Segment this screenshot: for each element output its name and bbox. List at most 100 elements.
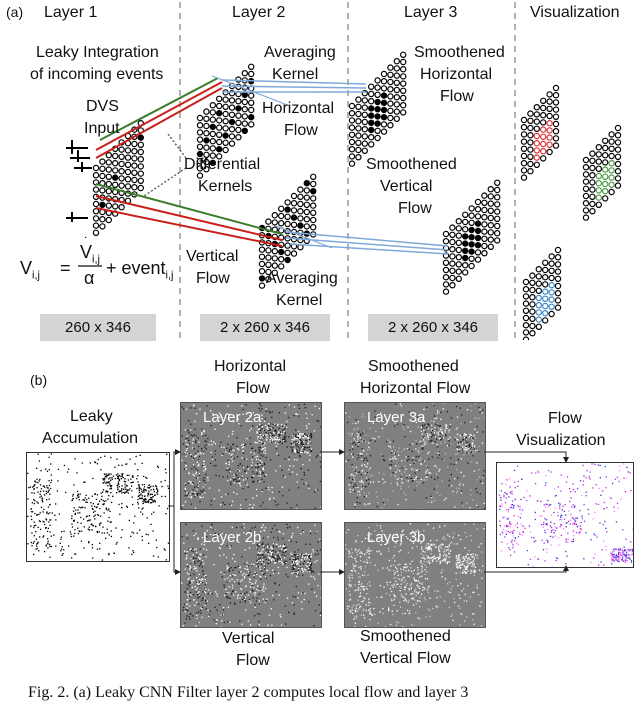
neuron — [549, 261, 554, 266]
neuron — [521, 146, 526, 151]
neuron — [555, 262, 560, 267]
neuron — [536, 281, 541, 286]
neuron — [495, 209, 500, 214]
neuron — [210, 146, 215, 151]
neuron — [488, 223, 493, 228]
smoothened-vertical-label-3: Flow — [398, 200, 432, 218]
neuron — [113, 175, 118, 180]
neuron — [229, 98, 234, 103]
neuron — [603, 138, 608, 143]
neuron — [534, 141, 539, 146]
neuron — [596, 152, 601, 157]
neuron — [311, 181, 316, 186]
neuron — [100, 166, 105, 171]
vertical-flow-label-2: Flow — [196, 270, 230, 288]
neuron — [482, 222, 487, 227]
b-vertical-flow-label-2: Flow — [236, 652, 270, 670]
neuron — [132, 149, 137, 154]
neuron — [236, 127, 241, 132]
neuron — [596, 145, 601, 150]
neuron — [456, 255, 461, 260]
neuron — [443, 267, 448, 272]
neuron — [394, 80, 399, 85]
layer2-dimension: 2 x 260 x 346 — [200, 314, 330, 341]
neuron — [242, 121, 247, 126]
neuron — [469, 227, 474, 232]
neuron — [236, 135, 241, 140]
neuron — [356, 140, 361, 145]
horizontal-flow-label-1: Horizontal — [262, 100, 334, 118]
neuron — [615, 125, 620, 130]
neuron — [553, 85, 558, 90]
neuron — [596, 166, 601, 171]
dvs-event-spikes — [66, 140, 92, 222]
neuron — [463, 270, 468, 275]
neuron — [463, 212, 468, 217]
neuron — [469, 256, 474, 261]
neuron — [615, 176, 620, 181]
neuron — [536, 267, 541, 272]
neuron — [394, 87, 399, 92]
leaky-integration-label-2: of incoming events — [30, 66, 163, 84]
neuron — [596, 202, 601, 207]
neuron — [450, 275, 455, 280]
neuron — [266, 262, 271, 267]
neuron — [197, 130, 202, 135]
neuron — [356, 97, 361, 102]
neuron — [401, 88, 406, 93]
neuron — [549, 283, 554, 288]
neuron — [242, 128, 247, 133]
neuron — [530, 323, 535, 328]
neuron — [298, 209, 303, 214]
neuron — [210, 124, 215, 129]
neuron — [609, 182, 614, 187]
neuron — [534, 126, 539, 131]
neuron — [285, 250, 290, 255]
neuron — [463, 227, 468, 232]
neuron — [349, 111, 354, 116]
neuron — [298, 216, 303, 221]
neuron — [375, 135, 380, 140]
neuron — [583, 179, 588, 184]
neuron — [615, 147, 620, 152]
neuron — [229, 119, 234, 124]
neuron — [375, 85, 380, 90]
neuron — [311, 196, 316, 201]
neuron — [381, 79, 386, 84]
neuron — [204, 138, 209, 143]
neuron — [197, 144, 202, 149]
neuron — [242, 99, 247, 104]
neuron — [553, 129, 558, 134]
neuron — [488, 244, 493, 249]
neuron — [475, 228, 480, 233]
neuron — [495, 238, 500, 243]
neuron — [132, 170, 137, 175]
neuron — [450, 268, 455, 273]
neuron — [291, 222, 296, 227]
smoothened-vertical-label-1: Smoothened — [366, 156, 457, 174]
neuron — [521, 153, 526, 158]
neuron — [266, 248, 271, 253]
neuron — [488, 194, 493, 199]
neuron — [553, 107, 558, 112]
neuron — [381, 71, 386, 76]
neuron — [204, 123, 209, 128]
neuron — [304, 209, 309, 214]
dvs-label-2: Input — [84, 120, 120, 138]
neuron — [555, 276, 560, 281]
neuron — [596, 173, 601, 178]
neuron — [217, 139, 222, 144]
neuron — [285, 200, 290, 205]
layer2-title: Layer 2 — [232, 4, 285, 22]
neuron — [553, 121, 558, 126]
neuron — [388, 94, 393, 99]
neuron — [443, 289, 448, 294]
neuron — [590, 165, 595, 170]
neuron — [543, 282, 548, 287]
neuron — [285, 214, 290, 219]
neuron — [583, 215, 588, 220]
neuron — [541, 127, 546, 132]
neuron — [279, 213, 284, 218]
neuron — [528, 147, 533, 152]
neuron — [113, 168, 118, 173]
